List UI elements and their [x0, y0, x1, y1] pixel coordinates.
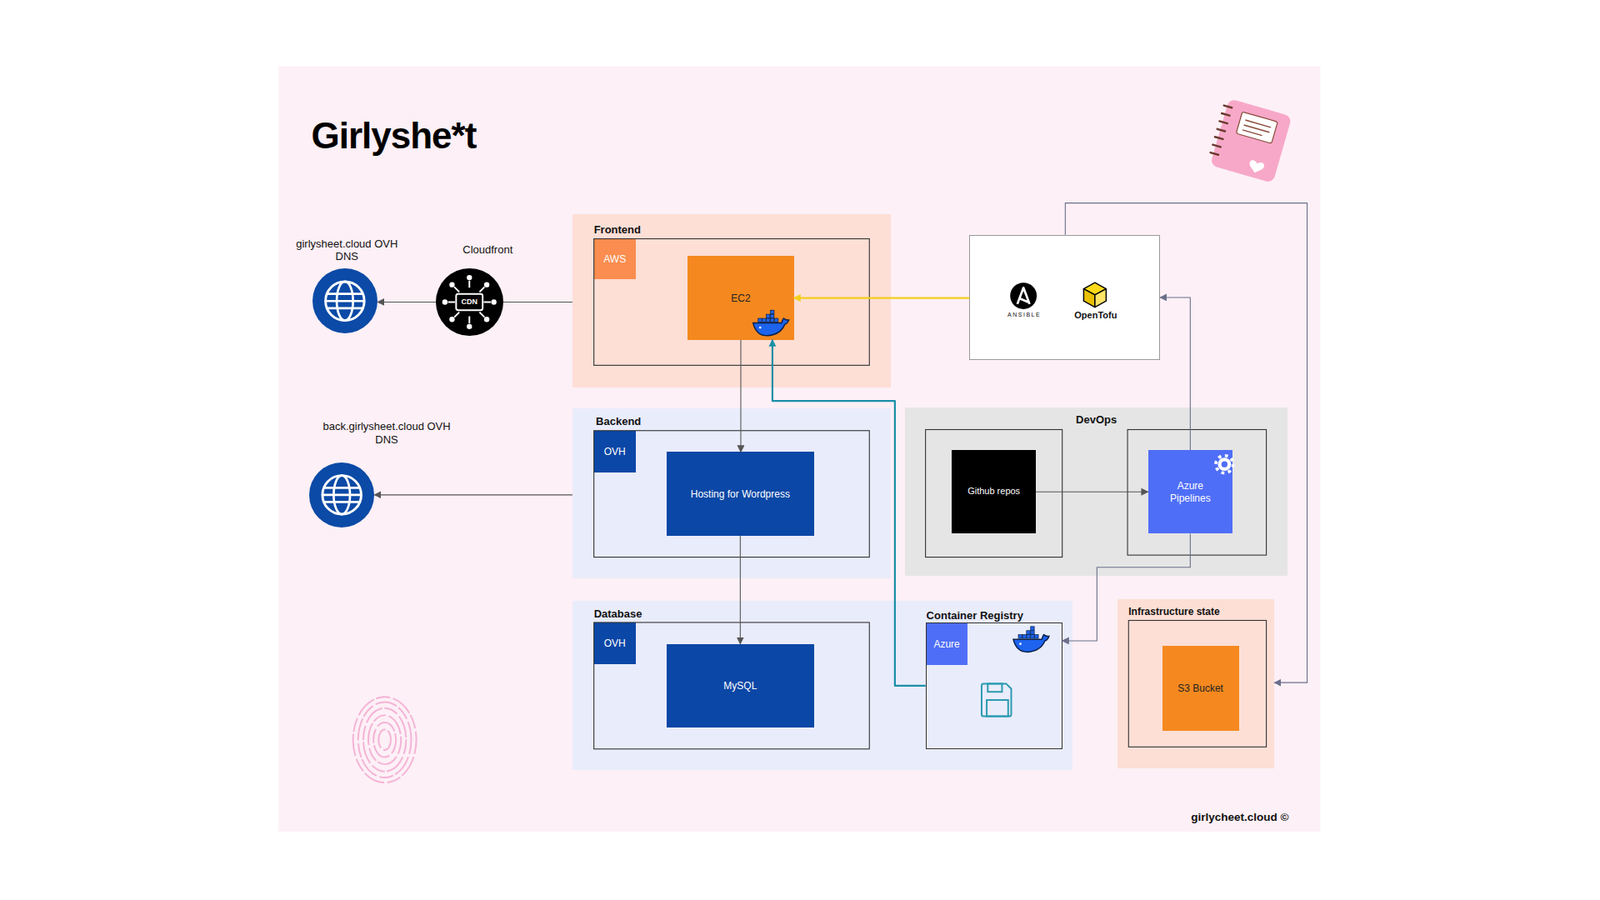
node-label: Github repos	[967, 486, 1020, 498]
provider-tag: OVH	[594, 622, 636, 665]
globe-icon	[325, 281, 365, 321]
node-label: EC2	[730, 291, 750, 304]
gear-icon	[1215, 455, 1234, 474]
node-label: Container Registry	[926, 609, 1024, 623]
node-label: MySQL	[723, 680, 757, 692]
node-label: Cloudfront	[436, 243, 539, 257]
provider-tag: OVH	[594, 430, 636, 473]
node-label: OVH	[604, 445, 626, 458]
page-title: Girlyshe*t	[310, 114, 476, 159]
connector-line	[374, 494, 573, 495]
node-label: DevOps	[1075, 413, 1117, 427]
repo-box: Github repos	[951, 450, 1035, 534]
cdn-circle: CloudfrontCDN	[435, 268, 504, 336]
connector-line	[1160, 297, 1190, 450]
dns-globe: girlysheet.cloud OVH DNS	[312, 268, 378, 334]
hosting-box: Hosting for Wordpress	[666, 451, 815, 535]
tools-box: ANSIBLE OpenTofu	[969, 235, 1160, 361]
node-label: Hosting for Wordpress	[690, 487, 790, 500]
node-label: ANSIBLE	[1007, 311, 1041, 319]
node-label: Infrastructure state	[1128, 605, 1220, 618]
opentofu-logo	[1063, 280, 1127, 325]
state-band: Infrastructure state S3 Bucket	[1117, 599, 1275, 769]
floppy-icon	[981, 683, 1012, 716]
node-label: CDN	[461, 297, 479, 307]
connector-line	[503, 301, 573, 303]
dns-globe: back.girlysheet.cloud OVH DNS	[309, 462, 375, 528]
compute-box: EC2	[687, 255, 794, 340]
node-label: back.girlysheet.cloud OVH DNS	[320, 420, 453, 446]
node-label: Azure	[933, 638, 960, 650]
page-card	[278, 66, 1320, 832]
globe-icon	[322, 475, 362, 515]
database-band: DatabaseOVHMySQLContainer RegistryAzure	[572, 600, 1073, 770]
docker-icon	[753, 310, 790, 336]
node-label: Frontend	[594, 223, 641, 237]
backend-band: BackendOVH Hosting for Wordpress	[572, 408, 891, 579]
node-label: S3 Bucket	[1177, 682, 1224, 695]
node-label: OVH	[604, 637, 626, 650]
bucket-box: S3 Bucket	[1162, 645, 1240, 731]
connector-line	[794, 296, 970, 299]
node-label: Backend	[595, 415, 641, 429]
node-label: AWS	[603, 253, 626, 265]
fingerprint	[353, 696, 417, 783]
node-label: OpenTofu	[1074, 310, 1117, 322]
node-label: Azure Pipelines	[1162, 480, 1219, 505]
node-label: Database	[594, 607, 643, 621]
connector-line	[377, 301, 436, 303]
registry-box: Container RegistryAzure	[925, 622, 1063, 750]
inner-frames	[594, 239, 1267, 750]
connector-line	[1035, 491, 1149, 493]
node-label: girlysheet.cloud OVH DNS	[290, 237, 404, 264]
cdn-icon	[442, 275, 497, 330]
ansible-logo	[1010, 282, 1037, 310]
frontend-band: FrontendAWS EC2	[572, 214, 891, 388]
pipeline-box: Azure Pipelines	[1148, 450, 1234, 534]
connector-line	[1062, 533, 1191, 641]
database-box: MySQL	[666, 644, 815, 728]
provider-tag: AWS	[594, 239, 636, 280]
provider-tag: Azure	[926, 623, 968, 665]
devops-band: DevOpsGithub repos Azure Pipelines	[905, 407, 1288, 576]
connector-line	[772, 340, 926, 686]
notebook-icon	[1207, 97, 1293, 184]
copyright-caption: girlycheet.cloud ©	[1190, 810, 1289, 825]
connector-line	[740, 340, 741, 453]
docker-icon	[1013, 626, 1050, 653]
connector-line	[1065, 203, 1307, 684]
connector-line	[740, 535, 741, 645]
